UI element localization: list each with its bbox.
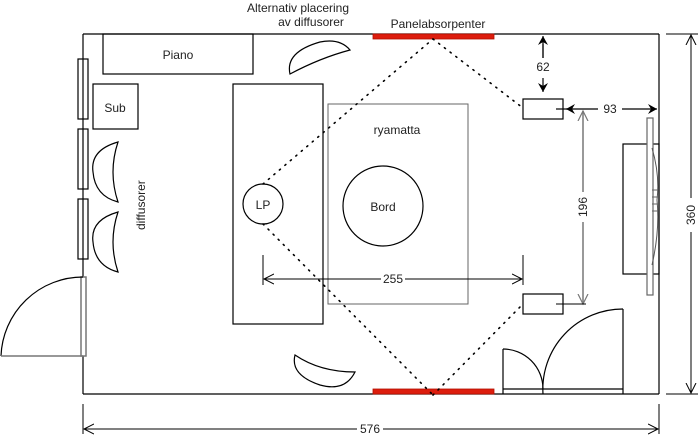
sofa xyxy=(232,83,324,325)
alt-diffusers-label-line2: av diffusorer xyxy=(278,15,344,29)
window-left-1 xyxy=(77,58,89,120)
piano-label: Piano xyxy=(163,48,194,62)
dimension-576-label: 576 xyxy=(360,422,380,436)
tv xyxy=(646,117,659,296)
sub-label: Sub xyxy=(104,101,126,115)
table: Bord xyxy=(342,165,424,247)
dimension-360: 360 xyxy=(666,33,698,395)
panel-absorber-bottom xyxy=(372,388,495,395)
window-left-2 xyxy=(77,128,89,190)
subwoofer: Sub xyxy=(92,83,139,130)
dimension-576: 576 xyxy=(82,404,660,436)
room-walls xyxy=(82,33,660,395)
piano: Piano xyxy=(102,33,254,75)
dimension-93-label: 93 xyxy=(603,102,617,116)
dimension-62: 62 xyxy=(536,36,550,92)
rug: ryamatta xyxy=(327,103,469,305)
closet-door xyxy=(502,308,624,395)
entry-door xyxy=(0,276,87,357)
diffusers-label: diffusorer xyxy=(134,180,148,230)
dimension-196-label: 196 xyxy=(576,197,590,217)
panel-absorber-top xyxy=(372,33,495,40)
dimension-360-label: 360 xyxy=(684,205,698,225)
diffuser-left-2 xyxy=(92,211,119,273)
dimension-255: 255 xyxy=(262,255,524,286)
diffuser-left-1 xyxy=(92,141,119,203)
listening-position-label: LP xyxy=(256,198,271,212)
rug-label: ryamatta xyxy=(374,123,421,137)
panel-absorbers-label: Panelabsorpenter xyxy=(391,17,486,31)
dimension-196: 196 xyxy=(556,111,590,304)
listening-position: LP xyxy=(242,183,284,225)
dimension-255-label: 255 xyxy=(383,272,403,286)
table-label: Bord xyxy=(370,200,395,214)
reflection-paths xyxy=(262,38,524,396)
tv-bench xyxy=(622,143,660,275)
dimension-93: 93 xyxy=(556,102,657,116)
dimension-62-label: 62 xyxy=(536,60,550,74)
window-left-3 xyxy=(77,198,89,260)
diffuser-alt-bottom xyxy=(293,354,356,388)
alt-diffusers-label-line1: Alternativ placering xyxy=(247,1,349,15)
diffuser-alt-top xyxy=(288,40,352,75)
